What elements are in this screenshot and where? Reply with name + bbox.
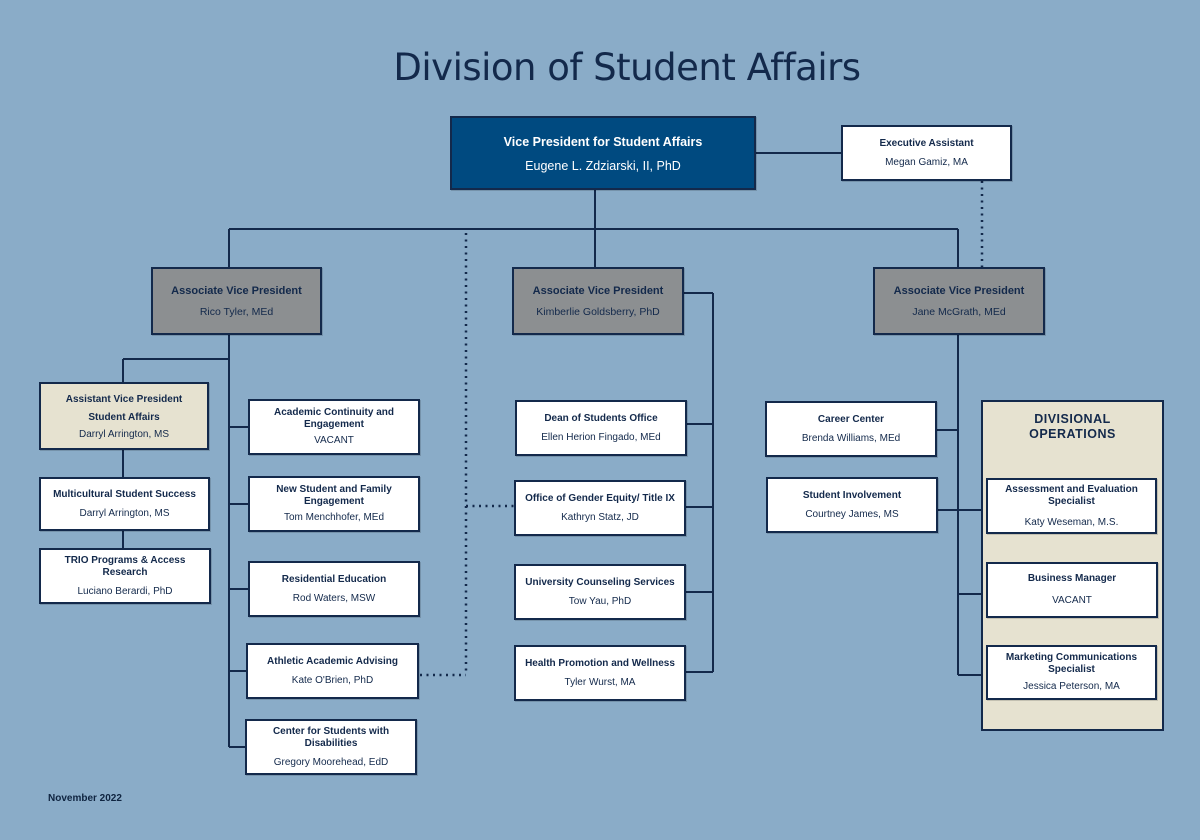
unit-box-trio: TRIO Programs & Access Research Luciano … — [39, 548, 211, 604]
divisional-operations-title-line1: DIVISIONAL — [1034, 412, 1111, 426]
unit-head: Tom Menchhofer, MEd — [283, 512, 385, 523]
unit-box-counseling: University Counseling Services Tow Yau, … — [514, 564, 686, 620]
unit-box-career-center: Career Center Brenda Williams, MEd — [765, 401, 937, 457]
unit-box-marketing: Marketing Communications Specialist Jess… — [986, 645, 1157, 700]
avp-box-tyler: Associate Vice President Rico Tyler, MEd — [151, 267, 322, 335]
executive-assistant-box: Executive Assistant Megan Gamiz, MA — [841, 125, 1012, 181]
unit-box-residential-education: Residential Education Rod Waters, MSW — [248, 561, 420, 617]
unit-box-gender-equity: Office of Gender Equity/ Title IX Kathry… — [514, 480, 686, 536]
unit-head: Ellen Herion Fingado, MEd — [541, 431, 661, 443]
unit-head: Gregory Moorehead, EdD — [273, 756, 389, 768]
unit-box-student-involvement: Student Involvement Courtney James, MS — [766, 477, 938, 533]
assistant-vp-name: Darryl Arrington, MS — [78, 429, 170, 440]
unit-head: Katy Weseman, M.S. — [1024, 516, 1119, 528]
unit-title: Health Promotion and Wellness — [525, 657, 675, 669]
footer-date: November 2022 — [48, 793, 122, 804]
unit-title: Office of Gender Equity/ Title IX — [525, 492, 675, 504]
unit-head: Darryl Arrington, MS — [79, 507, 170, 519]
unit-title: Center for Students with Disabilities — [272, 725, 390, 749]
avp-box-mcgrath: Associate Vice President Jane McGrath, M… — [873, 267, 1045, 335]
unit-title: Athletic Academic Advising — [267, 655, 398, 667]
unit-title: Academic Continuity and Engagement — [273, 407, 394, 430]
unit-box-multicultural: Multicultural Student Success Darryl Arr… — [39, 477, 210, 531]
unit-box-assessment: Assessment and Evaluation Specialist Kat… — [986, 478, 1157, 534]
unit-title: Dean of Students Office — [544, 412, 658, 424]
unit-box-disabilities: Center for Students with Disabilities Gr… — [245, 719, 417, 775]
unit-title: University Counseling Services — [525, 576, 675, 588]
unit-title: Marketing Communications Specialist — [1005, 652, 1138, 675]
unit-title: Assessment and Evaluation Specialist — [1005, 483, 1138, 507]
assistant-vp-box: Assistant Vice President Student Affairs… — [39, 382, 209, 450]
unit-box-dean-of-students: Dean of Students Office Ellen Herion Fin… — [515, 400, 687, 456]
vice-president-box: Vice President for Student Affairs Eugen… — [450, 116, 756, 190]
unit-head: VACANT — [314, 435, 354, 446]
divisional-operations-title: DIVISIONAL OPERATIONS — [983, 412, 1162, 442]
unit-box-athletic-advising: Athletic Academic Advising Kate O'Brien,… — [246, 643, 419, 699]
executive-assistant-name: Megan Gamiz, MA — [885, 156, 968, 168]
unit-title: Business Manager — [1027, 573, 1117, 584]
avp-title: Associate Vice President — [171, 284, 302, 297]
unit-title: Residential Education — [281, 573, 387, 585]
unit-title: TRIO Programs & Access Research — [64, 554, 186, 578]
avp-title: Associate Vice President — [893, 284, 1025, 297]
vice-president-name: Eugene L. Zdziarski, II, PhD — [525, 158, 681, 173]
divisional-operations-title-line2: OPERATIONS — [1029, 427, 1116, 441]
unit-box-academic-continuity: Academic Continuity and Engagement VACAN… — [248, 399, 420, 455]
unit-head: Rod Waters, MSW — [292, 592, 376, 604]
unit-head: Courtney James, MS — [805, 508, 899, 520]
avp-name: Jane McGrath, MEd — [912, 305, 1006, 318]
unit-head: Brenda Williams, MEd — [801, 432, 901, 444]
unit-head: Jessica Peterson, MA — [1023, 681, 1120, 692]
avp-box-goldsberry: Associate Vice President Kimberlie Golds… — [512, 267, 684, 335]
unit-head: Kate O'Brien, PhD — [291, 674, 374, 686]
avp-name: Rico Tyler, MEd — [199, 305, 274, 318]
vice-president-title: Vice President for Student Affairs — [503, 134, 703, 149]
unit-title: Student Involvement — [802, 489, 902, 501]
unit-title: Multicultural Student Success — [53, 488, 196, 500]
executive-assistant-title: Executive Assistant — [879, 137, 974, 149]
unit-head: Luciano Berardi, PhD — [77, 585, 173, 597]
unit-box-health-promotion: Health Promotion and Wellness Tyler Wurs… — [514, 645, 686, 701]
unit-head: VACANT — [1052, 595, 1092, 606]
unit-head: Tyler Wurst, MA — [564, 676, 636, 688]
unit-box-new-student: New Student and Family Engagement Tom Me… — [248, 476, 420, 532]
unit-box-business-manager: Business Manager VACANT — [986, 562, 1158, 618]
page-title: Division of Student Affairs — [393, 46, 861, 89]
unit-title: Career Center — [817, 413, 885, 425]
unit-head: Tow Yau, PhD — [568, 595, 632, 607]
unit-head: Kathryn Statz, JD — [561, 511, 639, 523]
assistant-vp-subtitle: Student Affairs — [88, 412, 160, 423]
unit-title: New Student and Family Engagement — [276, 484, 392, 507]
avp-name: Kimberlie Goldsberry, PhD — [536, 305, 660, 318]
avp-title: Associate Vice President — [532, 284, 664, 297]
assistant-vp-title: Assistant Vice President — [65, 394, 183, 405]
